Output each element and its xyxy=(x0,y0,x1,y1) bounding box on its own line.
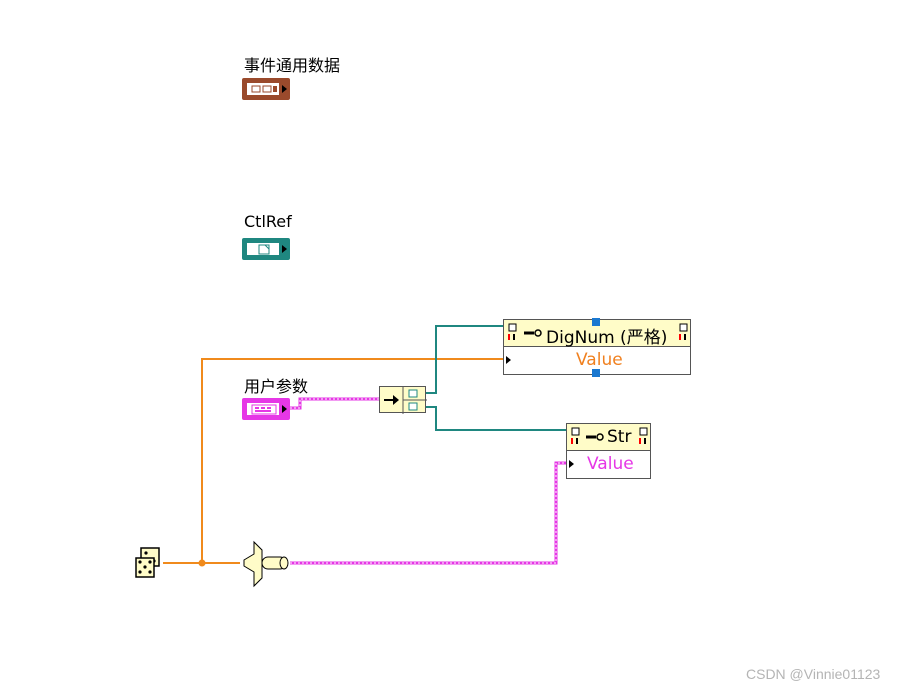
cluster-icon xyxy=(251,404,277,415)
input-arrow-icon xyxy=(569,460,574,468)
str-value-row[interactable]: Value xyxy=(566,451,651,479)
cluster-wire[interactable] xyxy=(290,397,380,410)
ctlref-terminal[interactable] xyxy=(242,238,290,260)
dignum-property-name: DigNum (严格) xyxy=(546,328,668,348)
refnum-icon xyxy=(258,244,270,255)
dice-icon xyxy=(135,547,160,578)
reference-wire-dignum[interactable] xyxy=(425,325,503,394)
event-data-terminal[interactable] xyxy=(242,78,290,100)
reference-terminal-icons xyxy=(508,323,688,340)
unbundle-by-name-node[interactable] xyxy=(379,386,427,414)
conversion-node[interactable] xyxy=(240,540,292,588)
user-param-terminal[interactable] xyxy=(242,398,290,420)
string-wire[interactable] xyxy=(290,461,566,565)
dignum-value-label: Value xyxy=(576,350,623,370)
input-arrow-icon xyxy=(506,356,511,364)
selection-handle xyxy=(592,369,600,377)
user-param-label: 用户参数 xyxy=(244,377,309,396)
random-number-node[interactable] xyxy=(133,546,165,580)
reference-wire-str[interactable] xyxy=(425,406,566,431)
str-property-name: Str xyxy=(607,427,632,447)
ctlref-label: CtlRef xyxy=(244,212,292,231)
unbundle-icon xyxy=(384,387,427,414)
str-value-label: Value xyxy=(587,454,634,474)
numeric-wire-branch[interactable] xyxy=(201,358,503,563)
selection-handle xyxy=(592,318,600,326)
cluster-icon xyxy=(251,85,277,93)
conversion-icon xyxy=(243,540,289,588)
wire-junction-dot xyxy=(198,559,206,567)
reference-terminal-icons xyxy=(571,427,648,444)
watermark: CSDN @Vinnie01123 xyxy=(746,666,881,682)
str-property-node-header[interactable]: Str xyxy=(566,423,651,451)
event-data-label: 事件通用数据 xyxy=(244,56,341,75)
